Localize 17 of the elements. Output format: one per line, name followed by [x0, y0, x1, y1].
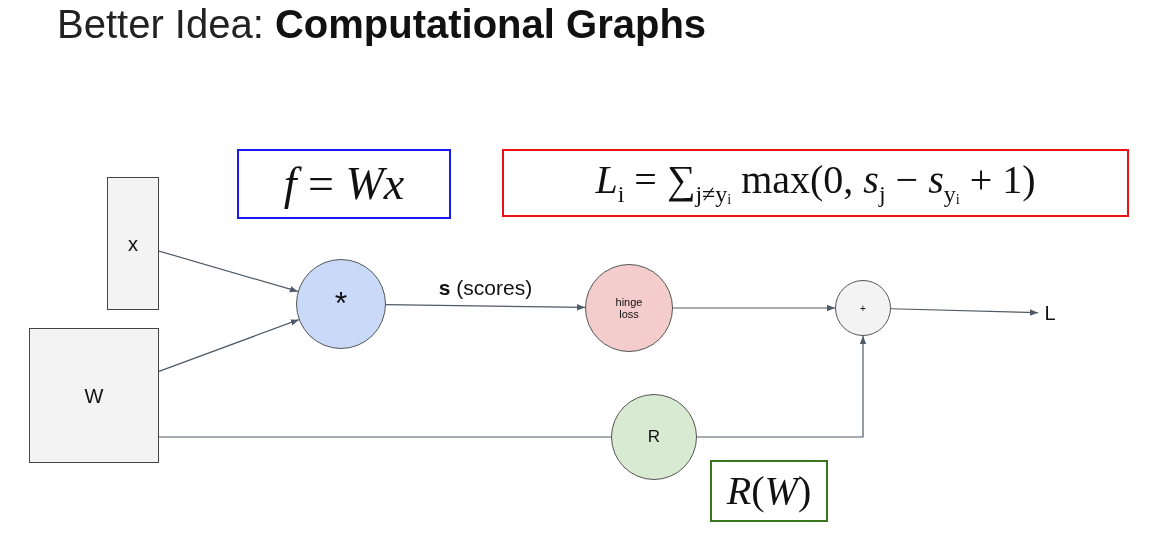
arrow [385, 304, 586, 311]
output-label: L [1038, 298, 1062, 328]
arrow [672, 304, 836, 312]
input-box: x [107, 177, 159, 310]
operation-circle: * [296, 259, 386, 349]
arrow [696, 335, 867, 438]
formula-box: R(W) [710, 460, 828, 522]
slide-title: Better Idea: Computational Graphs [57, 2, 707, 47]
arrow [890, 308, 1039, 316]
formula-box: L$_{i}$ = ∑$_{j≠yᵢ}$ max(0, s$_{j}$ − s$_{yᵢ}$ + 1) [502, 149, 1129, 217]
operation-circle: hinge loss [585, 264, 673, 352]
arrow [158, 319, 300, 373]
operation-circle: + [835, 280, 891, 336]
input-box: W [29, 328, 159, 463]
operation-circle: R [611, 394, 697, 480]
arrow [158, 250, 299, 293]
formula-box: f = Wx [237, 149, 451, 219]
